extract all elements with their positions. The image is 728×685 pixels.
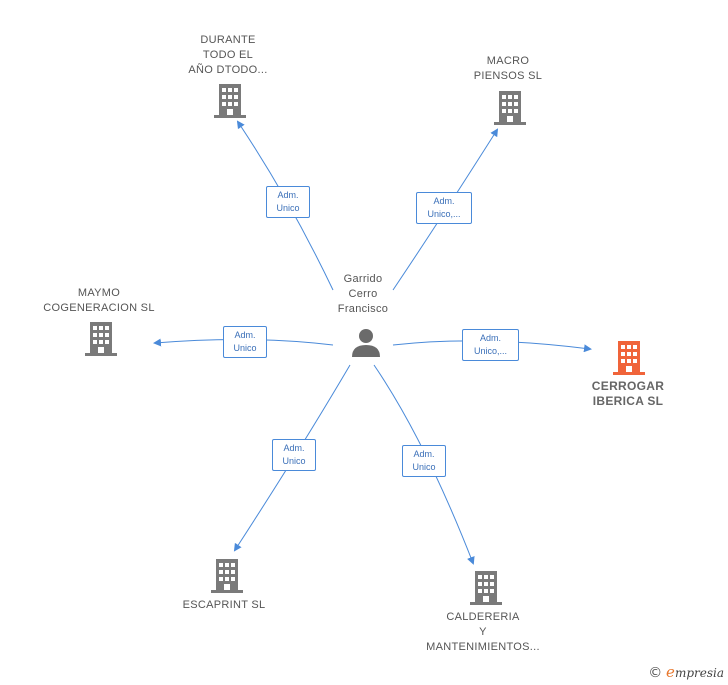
building-icon-maymo[interactable] — [85, 322, 117, 356]
building-icon-macro[interactable] — [494, 91, 526, 125]
company-label-maymo: MAYMO COGENERACION SL — [43, 287, 155, 314]
empresia-watermark: © empresia — [648, 663, 724, 681]
company-label-cerrogar: CERROGAR IBERICA SL — [591, 379, 665, 408]
company-label-escaprint: ESCAPRINT SL — [182, 599, 266, 611]
edge-label-escaprint: Adm. Unico — [272, 439, 316, 471]
copyright-icon: © — [648, 665, 663, 681]
center-person-name: Garrido Cerro Francisco — [337, 273, 389, 315]
edge-label-maymo: Adm. Unico — [223, 326, 267, 358]
building-icon-caldereria[interactable] — [470, 571, 502, 605]
edge-label-caldereria: Adm. Unico — [402, 445, 446, 477]
brand-initial: e — [666, 663, 675, 681]
edge-label-durante: Adm. Unico — [266, 186, 310, 218]
brand-name: mpresia — [674, 666, 724, 680]
person-icon[interactable] — [351, 328, 381, 358]
company-label-macro: MACRO PIENSOS SL — [473, 55, 543, 82]
edge-label-macro: Adm. Unico,... — [416, 192, 472, 224]
building-icon-escaprint[interactable] — [211, 559, 243, 593]
company-label-caldereria: CALDERERIA Y MANTENIMIENTOS... — [426, 611, 540, 653]
edge-label-cerrogar: Adm. Unico,... — [462, 329, 519, 361]
company-label-durante: DURANTE TODO EL AÑO DTODO... — [188, 34, 268, 76]
building-icon-cerrogar[interactable] — [613, 341, 645, 375]
building-icon-durante[interactable] — [214, 84, 246, 118]
